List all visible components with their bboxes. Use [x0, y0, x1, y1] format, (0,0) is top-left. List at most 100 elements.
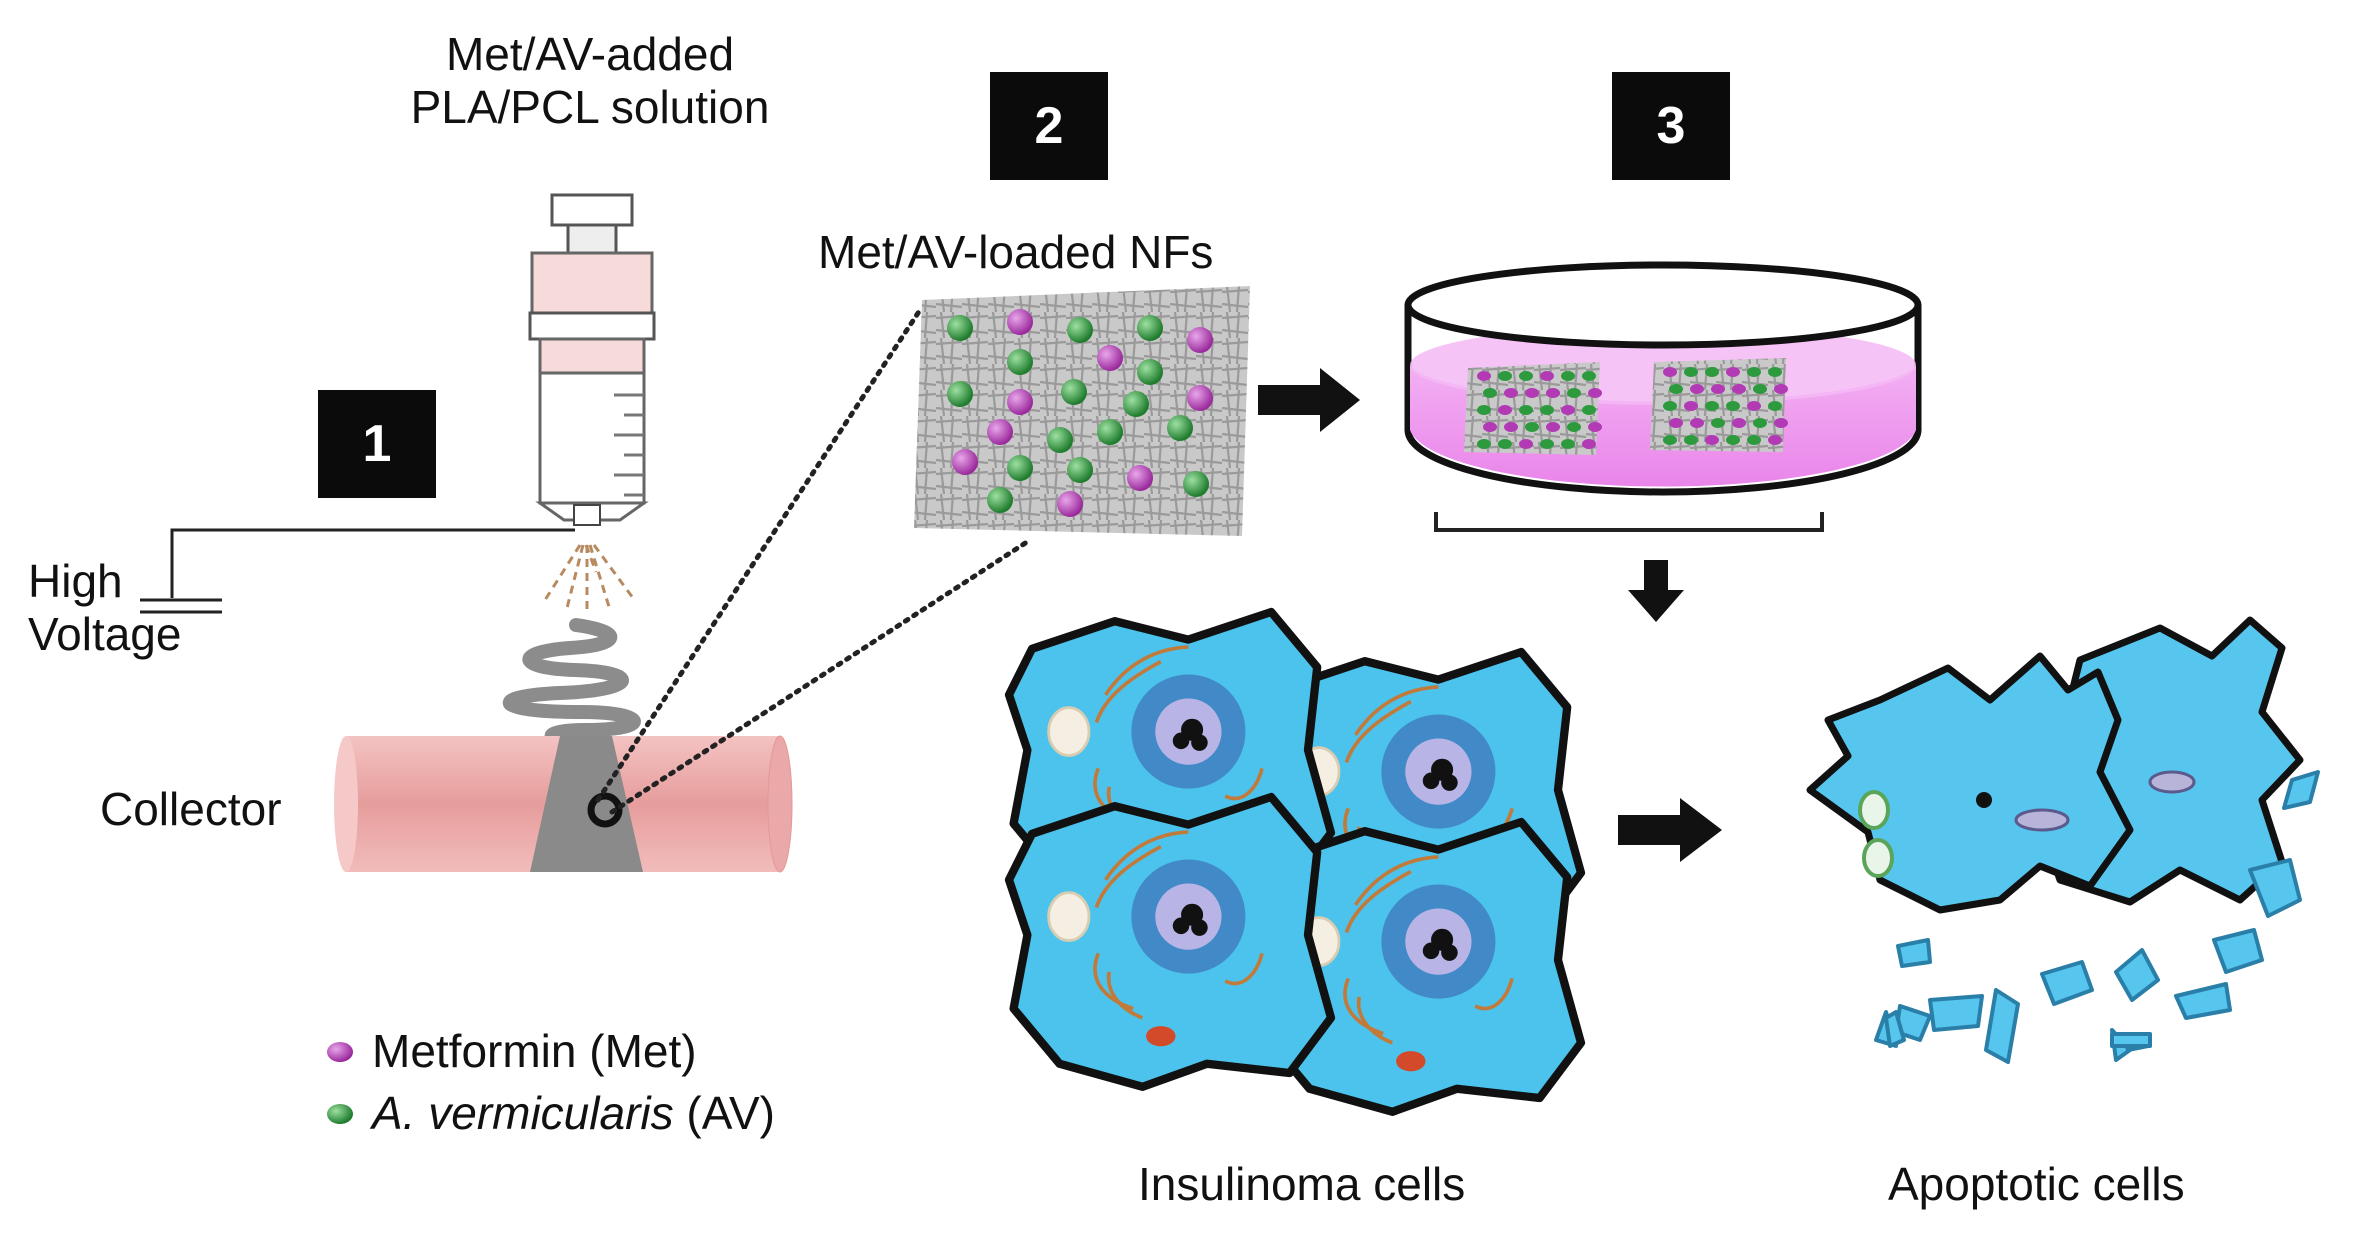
legend-av: A. vermicularis (AV) [372, 1086, 775, 1140]
av-particle [1525, 422, 1539, 432]
metformin-particle [1007, 309, 1033, 335]
high-voltage-label: High Voltage [28, 555, 181, 661]
step-badge-2: 2 [990, 72, 1108, 180]
av-particle [1137, 359, 1163, 385]
av-particle [1183, 471, 1209, 497]
av-particle [1498, 439, 1512, 449]
metformin-particle [1588, 422, 1602, 432]
syringe-solution-line2: PLA/PCL solution [410, 80, 770, 133]
av-particle [1498, 371, 1512, 381]
av-particle [1669, 384, 1683, 394]
av-particle [987, 487, 1013, 513]
insulinoma-cells-label: Insulinoma cells [1138, 1158, 1466, 1210]
metformin-particle [1546, 422, 1560, 432]
metformin-particle [1057, 491, 1083, 517]
av-particle [1567, 388, 1581, 398]
av-particle [1768, 401, 1782, 411]
av-particle [1519, 371, 1533, 381]
legend-metformin-text: Metformin (Met) [372, 1025, 697, 1077]
step-badge-3: 3 [1612, 72, 1730, 180]
metformin-particle [1774, 418, 1788, 428]
step-badge-1: 1 [318, 390, 436, 498]
metformin-particle [1774, 384, 1788, 394]
metformin-particle [952, 449, 978, 475]
av-marker [327, 1104, 353, 1124]
av-particle [1705, 367, 1719, 377]
metformin-particle [1747, 401, 1761, 411]
syringe-icon [528, 193, 656, 526]
av-particle [1561, 371, 1575, 381]
metformin-particle [1582, 439, 1596, 449]
metformin-particle [1684, 401, 1698, 411]
metformin-particle [1732, 384, 1746, 394]
metformin-particle [1187, 327, 1213, 353]
syringe-solution-label: Met/AV-added PLA/PCL solution [350, 28, 830, 134]
metformin-particle [1504, 388, 1518, 398]
av-particle [1047, 427, 1073, 453]
apoptotic-cells-label: Apoptotic cells [1888, 1158, 2185, 1210]
av-particle [1519, 405, 1533, 415]
metformin-particle [1187, 385, 1213, 411]
av-particle [1007, 349, 1033, 375]
arrow-to-dish [1258, 368, 1360, 432]
av-particle [1567, 422, 1581, 432]
av-particle [1753, 418, 1767, 428]
av-particle [1540, 405, 1554, 415]
av-particle [1684, 435, 1698, 445]
metformin-particle [1540, 371, 1554, 381]
metformin-particle [987, 419, 1013, 445]
av-particle [1167, 415, 1193, 441]
av-particle [1477, 439, 1491, 449]
av-particle [1747, 435, 1761, 445]
av-particle [1747, 367, 1761, 377]
av-particle [1067, 457, 1093, 483]
metformin-particle [1525, 388, 1539, 398]
spray-icon [543, 544, 635, 613]
av-particle [1711, 418, 1725, 428]
av-particle [1137, 315, 1163, 341]
av-particle [1483, 388, 1497, 398]
metformin-particle [1519, 439, 1533, 449]
metformin-particle [1690, 418, 1704, 428]
metformin-particle [1546, 388, 1560, 398]
av-particle [947, 315, 973, 341]
fiber-whip-icon [503, 618, 641, 747]
av-particle [1726, 401, 1740, 411]
av-particle [1705, 401, 1719, 411]
metformin-particle [1705, 435, 1719, 445]
metformin-particle [1588, 388, 1602, 398]
metformin-marker [327, 1042, 353, 1062]
metformin-particle [1498, 405, 1512, 415]
collector-drum [334, 735, 793, 873]
high-voltage-line1: High [28, 555, 123, 607]
metformin-particle [1732, 418, 1746, 428]
legend-av-suffix: (AV) [673, 1087, 775, 1139]
av-particle [1061, 379, 1087, 405]
metformin-particle [1669, 418, 1683, 428]
av-particle [1477, 405, 1491, 415]
av-particle [1067, 317, 1093, 343]
collector-label: Collector [100, 783, 282, 835]
metformin-particle [1726, 367, 1740, 377]
insulinoma-cell-cluster [1004, 607, 1586, 1116]
metformin-particle [1007, 389, 1033, 415]
av-particle [1684, 367, 1698, 377]
syringe-solution-line1: Met/AV-added [445, 28, 735, 80]
high-voltage-line2: Voltage [28, 607, 182, 660]
zoom-lines [595, 304, 1033, 815]
av-particle [1663, 401, 1677, 411]
av-particle [1007, 455, 1033, 481]
av-particle [1561, 439, 1575, 449]
metformin-particle [1127, 465, 1153, 491]
arrow-down [1628, 560, 1684, 622]
av-particle [1582, 371, 1596, 381]
legend-markers [327, 1042, 353, 1124]
metformin-particle [1477, 371, 1491, 381]
av-particle [947, 381, 973, 407]
av-particle [1123, 391, 1149, 417]
av-particle [1663, 435, 1677, 445]
metformin-particle [1561, 405, 1575, 415]
av-particle [1768, 367, 1782, 377]
